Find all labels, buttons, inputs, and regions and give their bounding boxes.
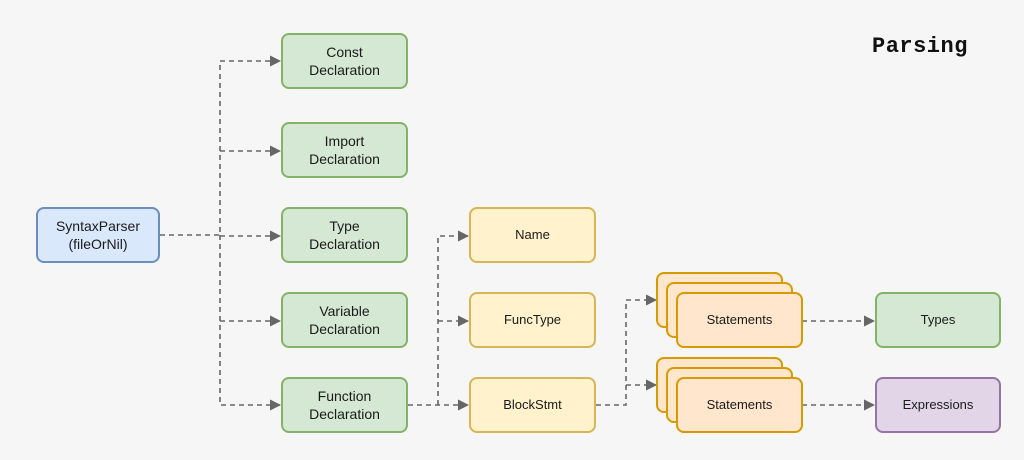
import-declaration-node[interactable]: Import Declaration [281, 122, 408, 178]
blockstmt-node[interactable]: BlockStmt [469, 377, 596, 433]
expressions-node[interactable]: Expressions [875, 377, 1001, 433]
types-label: Types [920, 311, 956, 327]
statements-node[interactable]: Statements [676, 292, 803, 348]
edge-blockstmt-statements [596, 294, 658, 406]
functype-label: FuncType [503, 311, 562, 327]
type-declaration-label: Type Declaration [309, 217, 380, 252]
expressions-label: Expressions [902, 396, 974, 412]
functype-node[interactable]: FuncType [469, 292, 596, 348]
edge-syntaxparser-const [160, 55, 282, 236]
const-declaration-label: Const Declaration [309, 43, 380, 78]
type-declaration-node[interactable]: Type Declaration [281, 207, 408, 263]
diagram-title: Parsing [872, 34, 968, 59]
blockstmt-label: BlockStmt [503, 396, 562, 412]
syntax-parser-node[interactable]: SyntaxParser (fileOrNil) [36, 207, 160, 263]
statements-label: Statements [706, 311, 773, 327]
const-declaration-node[interactable]: Const Declaration [281, 33, 408, 89]
types-node[interactable]: Types [875, 292, 1001, 348]
edge-function-name [437, 230, 470, 405]
name-label: Name [515, 226, 550, 242]
import-declaration-label: Import Declaration [309, 132, 380, 167]
edge-syntaxparser-function [219, 235, 282, 411]
function-declaration-label: Function Declaration [309, 387, 380, 422]
name-node[interactable]: Name [469, 207, 596, 263]
syntax-parser-label: SyntaxParser (fileOrNil) [55, 217, 141, 252]
statements-node-2[interactable]: Statements [676, 377, 803, 433]
function-declaration-node[interactable]: Function Declaration [281, 377, 408, 433]
variable-declaration-label: Variable Declaration [309, 302, 380, 337]
variable-declaration-node[interactable]: Variable Declaration [281, 292, 408, 348]
statements-label-2: Statements [706, 396, 773, 412]
